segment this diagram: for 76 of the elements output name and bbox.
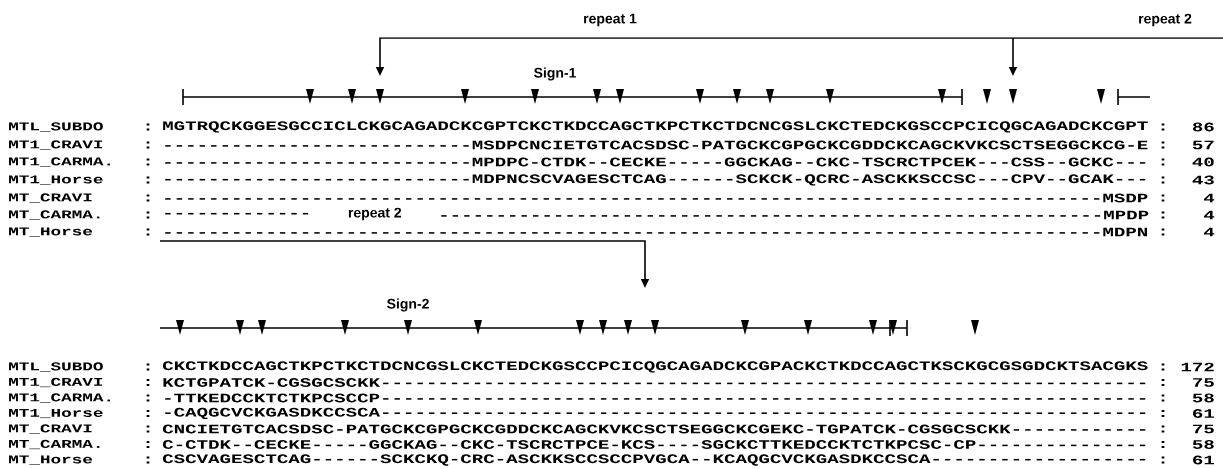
separator: : — [1161, 410, 1165, 417]
sequence-name: MT1_CRAVI — [9, 377, 103, 388]
sequence-text: ---------------------------MDPNCSCVAGESCTCAG------SCKCK-QCRC-ASCKKSCCSC---CPV--GCAK--- — [165, 174, 1146, 186]
residue-count: 58 — [1192, 440, 1214, 449]
residue-count: 58 — [1192, 393, 1214, 403]
residue-count: 75 — [1193, 378, 1214, 387]
separator: : — [146, 228, 150, 236]
sequence-text: ----------------------------------------------------------------------------------MSDP — [165, 193, 1148, 203]
sequence-text: ---------------------------MPDPC-CTDK--CECKE-----GGCKAG--CKC-TSCRCTPCEK---CSS--GCKC--- — [165, 157, 1146, 167]
sequence-name: MTL_SUBDO — [9, 362, 103, 372]
sequence-name: MT_CARMA. — [9, 210, 100, 220]
separator: : — [1161, 425, 1165, 433]
residue-count: 61 — [1193, 409, 1214, 418]
residue-count: 61 — [1193, 455, 1214, 465]
separator: : — [146, 363, 150, 371]
separator: : — [146, 379, 150, 386]
separator: : — [1161, 379, 1165, 386]
sequence-text: C-CTDK--CECKE-----GGCKAG--CKC-TSCRCTPCE-KCS----SGCKCTTKEDCCKTCTKPCSC-CP--------------- — [162, 440, 1146, 449]
residue-count: 172 — [1181, 362, 1214, 372]
repeat-label: repeat 2 — [348, 207, 402, 221]
residue-count: 43 — [1192, 175, 1214, 185]
separator: : — [146, 394, 150, 402]
residue-count: 4 — [1204, 210, 1215, 220]
separator: : — [146, 194, 150, 202]
sequence-text: ----------------------------------------------------------------------------------MDPN — [165, 227, 1147, 237]
sequence-name: MT_CRAVI — [9, 193, 92, 203]
sequence-name: MT1_CRAVI — [9, 140, 103, 150]
separator: : — [146, 441, 150, 448]
separator: : — [146, 123, 150, 131]
separator: : — [1161, 141, 1165, 149]
separator: : — [1161, 158, 1165, 166]
separator: : — [1161, 211, 1165, 219]
separator: : — [146, 211, 150, 219]
sequence-text: ----------------------------------------------------------MPDP — [441, 210, 1149, 220]
sequence-text: MGTRQCKGGESGCCICLCKGCAGADCKCGPTCKCTKDCCAGCTKPCTKCTDCNCGSLCKCTEDCKGSCCPCICQGCAGADCKCGPT — [163, 121, 1148, 133]
sequence-name: MT_Horse — [9, 227, 92, 237]
residue-count: 4 — [1204, 227, 1215, 237]
sequence-text: CSCVAGESCTCAG------SCKCKQ-CRC-ASCKKSCCSCCPVGCA--KCAQGCVCKGASDKCCSCA------------------- — [162, 454, 1146, 466]
separator: : — [1161, 228, 1165, 236]
separator: : — [1161, 363, 1165, 371]
separator: : — [146, 425, 150, 433]
sequence-text: ------------- — [165, 212, 309, 215]
separator: : — [146, 410, 150, 417]
sequence-text: -TTKEDCCKTCTKPCSCCP------------------------------------------------------------------- — [165, 393, 1146, 403]
sequence-name: MT1_CARMA. — [9, 393, 110, 403]
motif-label: Sign-1 — [534, 67, 576, 81]
sequence-name: MT1_Horse — [9, 175, 103, 185]
sequence-name: MT_CARMA. — [9, 439, 100, 450]
separator: : — [146, 456, 150, 464]
motif-label: Sign-2 — [387, 298, 429, 312]
separator: : — [1161, 441, 1165, 448]
sequence-text: -CAQGCVCKGASDKCCSCA------------------------------------------------------------------- — [165, 407, 1146, 420]
sequence-text: KCTGPATCK-CGSGCSCKK------------------------------------------------------------------- — [163, 378, 1146, 387]
sequence-name: MT1_CARMA. — [9, 157, 110, 167]
residue-count: 40 — [1192, 157, 1214, 167]
sequence-text: CKCTKDCCAGCTKPCTKCTDCNCGSLCKCTEDCKGSCCPCICQGCAGADCKCGPACKCTKDCCAGCTKSCKGCGSGDCKTSACGKS — [162, 361, 1148, 373]
repeat-label: repeat 2 — [1139, 13, 1192, 27]
residue-count: 4 — [1204, 193, 1215, 203]
sequence-name: MT1_Horse — [9, 408, 103, 419]
repeat-label: repeat 1 — [584, 13, 637, 27]
separator: : — [1161, 456, 1165, 464]
residue-count: 86 — [1192, 122, 1214, 132]
sequence-name: MTL_SUBDO — [9, 122, 103, 132]
residue-count: 75 — [1193, 424, 1214, 434]
sequence-text: CNCIETGTCACSDSC-PATGCKCGPGCKCGDDCKCAGCKVKCSCTSEGGCKCGEKC-TGPATCK-CGSGCSCKK------------ — [162, 424, 1146, 434]
separator: : — [146, 176, 150, 184]
sequence-text: ---------------------------MSDPCNCIETGTCACSDSC-PATGCKCGPGCKCGDDCKCAGCKVKCSCTSEGGCKCG-E — [165, 140, 1148, 150]
sequence-name: MT_Horse — [9, 455, 92, 465]
separator: : — [1161, 176, 1165, 184]
sequence-name: MT_CRAVI — [9, 424, 92, 434]
separator: : — [146, 141, 150, 149]
separator: : — [146, 158, 150, 166]
residue-count: 57 — [1192, 140, 1214, 150]
separator: : — [1161, 394, 1165, 402]
separator: : — [1161, 194, 1165, 202]
separator: : — [1161, 123, 1165, 131]
